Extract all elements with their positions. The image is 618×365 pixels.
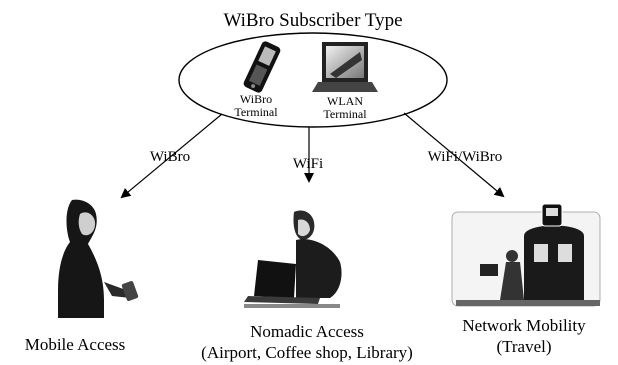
mobile-phone-icon	[243, 41, 281, 93]
link-label-wifi: WiFi	[293, 156, 323, 172]
wibro-terminal-label-line2: Terminal	[234, 105, 278, 119]
mobile-user-figure	[58, 199, 139, 318]
wlan-terminal-label: WLAN	[327, 94, 363, 108]
laptop-user-figure	[244, 210, 342, 308]
wlan-terminal-label-line2: Terminal	[323, 107, 367, 121]
mobile-access-label: Mobile Access	[25, 335, 126, 354]
nomadic-access-label: Nomadic Access	[250, 322, 364, 341]
network-mobility-sublabel: (Travel)	[496, 337, 551, 356]
arrow-to-mobile-access	[120, 113, 223, 199]
link-label-wibro: WiBro	[150, 149, 190, 165]
subscriber-ellipse	[178, 32, 448, 128]
nomadic-access-sublabel: (Airport, Coffee shop, Library)	[201, 343, 413, 362]
wibro-terminal-label: WiBro	[240, 92, 272, 106]
arrow-to-network-mobility	[403, 112, 505, 198]
link-label-wifi-wibro: WiFi/WiBro	[428, 149, 503, 165]
network-mobility-label: Network Mobility	[462, 316, 586, 335]
wlan-laptop-icon	[312, 42, 378, 92]
diagram-title: WiBro Subscriber Type	[223, 10, 402, 31]
train-passenger-figure	[451, 203, 601, 307]
